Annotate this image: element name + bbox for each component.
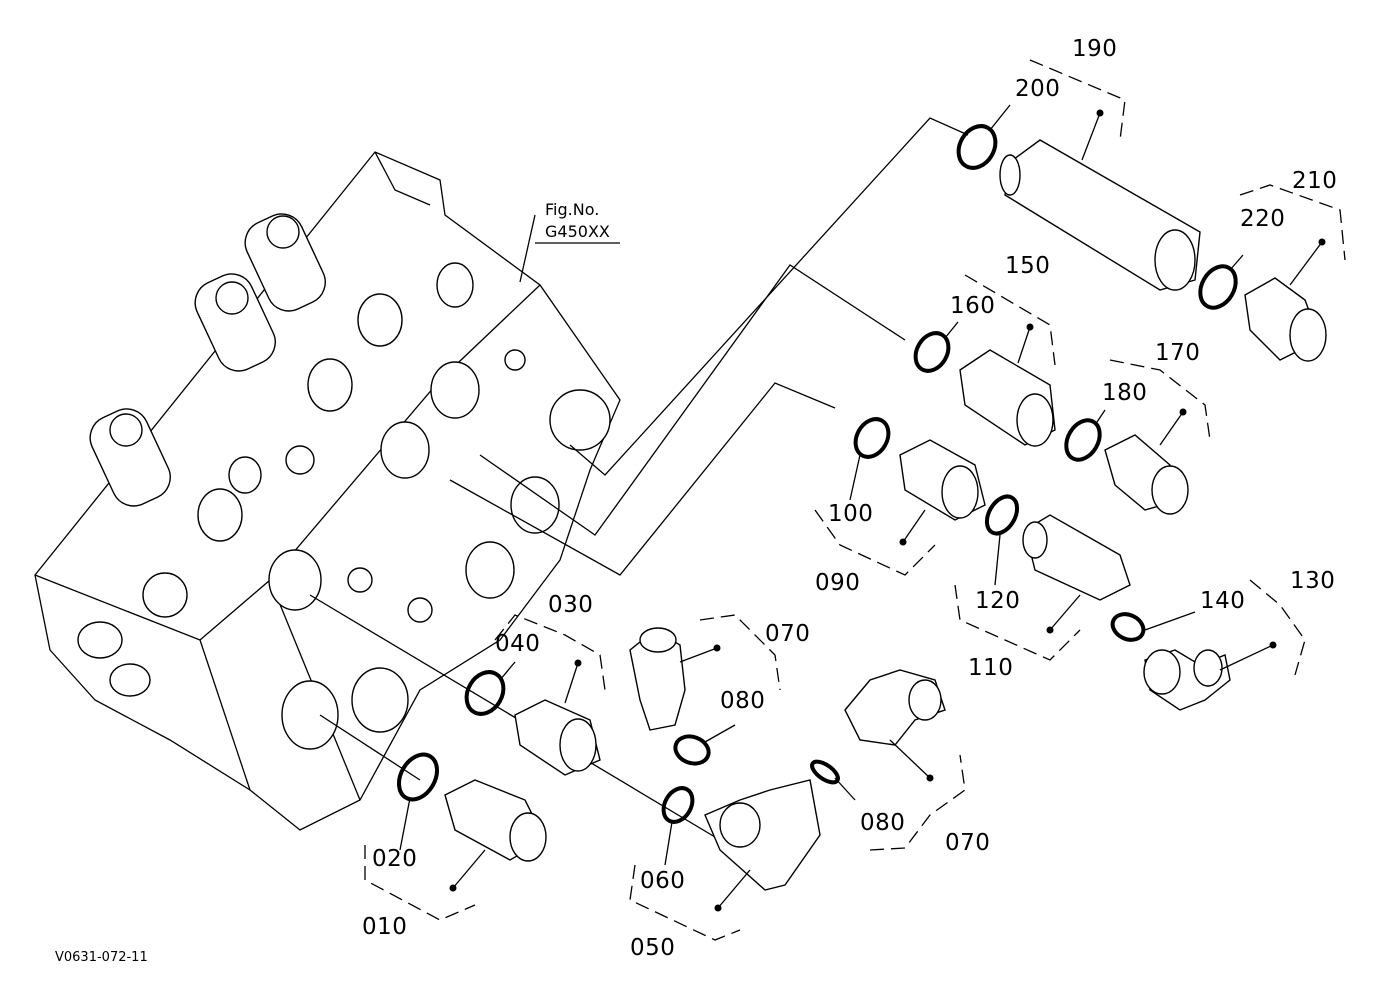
callout-220: 220 <box>1240 206 1286 232</box>
part-070-lower-group <box>810 669 966 851</box>
callout-150: 150 <box>1005 253 1051 279</box>
part-090-group <box>814 417 986 576</box>
part-010-group <box>364 752 547 921</box>
part-110-group <box>954 494 1131 661</box>
drawing-code: V0631-072-11 <box>55 950 148 965</box>
part-130-group <box>1110 579 1306 711</box>
part-190-group <box>956 59 1201 291</box>
callout-040: 040 <box>495 631 541 657</box>
callout-110: 110 <box>968 655 1014 681</box>
control-valve-body <box>34 151 621 831</box>
callout-170: 170 <box>1155 340 1201 366</box>
callout-090: 090 <box>815 570 861 596</box>
callout-080-lower: 080 <box>860 810 906 836</box>
callout-200: 200 <box>1015 76 1061 102</box>
fig-label: Fig.No. <box>545 200 600 219</box>
callout-070-lower: 070 <box>945 830 991 856</box>
callout-140: 140 <box>1200 588 1246 614</box>
part-210-group <box>1198 184 1346 362</box>
callout-210: 210 <box>1292 168 1338 194</box>
fig-number: G450XX <box>545 222 610 241</box>
callout-070-upper: 070 <box>765 621 811 647</box>
callout-100: 100 <box>828 501 874 527</box>
part-150-group <box>913 274 1056 447</box>
part-070-upper-group <box>629 614 781 766</box>
part-170-group <box>1064 359 1211 515</box>
callout-020: 020 <box>372 846 418 872</box>
callout-120: 120 <box>975 588 1021 614</box>
callout-080-upper: 080 <box>720 688 766 714</box>
callout-130: 130 <box>1290 568 1336 594</box>
callout-160: 160 <box>950 293 996 319</box>
callout-030: 030 <box>548 592 594 618</box>
callout-190: 190 <box>1072 36 1118 62</box>
part-030-group <box>464 614 606 776</box>
callout-050: 050 <box>630 935 676 961</box>
callout-180: 180 <box>1102 380 1148 406</box>
callout-060: 060 <box>640 868 686 894</box>
callout-010: 010 <box>362 914 408 940</box>
part-050-group <box>629 779 821 941</box>
